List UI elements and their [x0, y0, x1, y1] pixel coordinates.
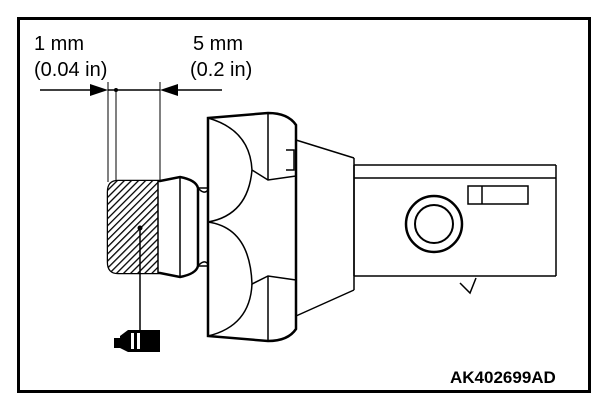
threaded-tip: [106, 175, 209, 279]
dimension-left-in: (0.04 in): [34, 59, 107, 81]
terminal-ring: [404, 194, 464, 254]
sealant-hatched-area: [108, 181, 158, 273]
figure-frame: [17, 17, 591, 393]
figure-code: AK402699AD: [450, 368, 556, 387]
dimension-right-mm: 5 mm: [193, 33, 243, 55]
dimension-left-mm: 1 mm: [34, 33, 84, 55]
hex-nut: [206, 111, 298, 343]
connector-housing: [353, 164, 557, 295]
dimension-arrows: [40, 84, 222, 96]
dimension-right-in: (0.2 in): [190, 59, 252, 81]
sensor-neck: [295, 139, 355, 317]
extension-lines: [107, 82, 161, 182]
sealant-tube-icon: [114, 330, 160, 352]
